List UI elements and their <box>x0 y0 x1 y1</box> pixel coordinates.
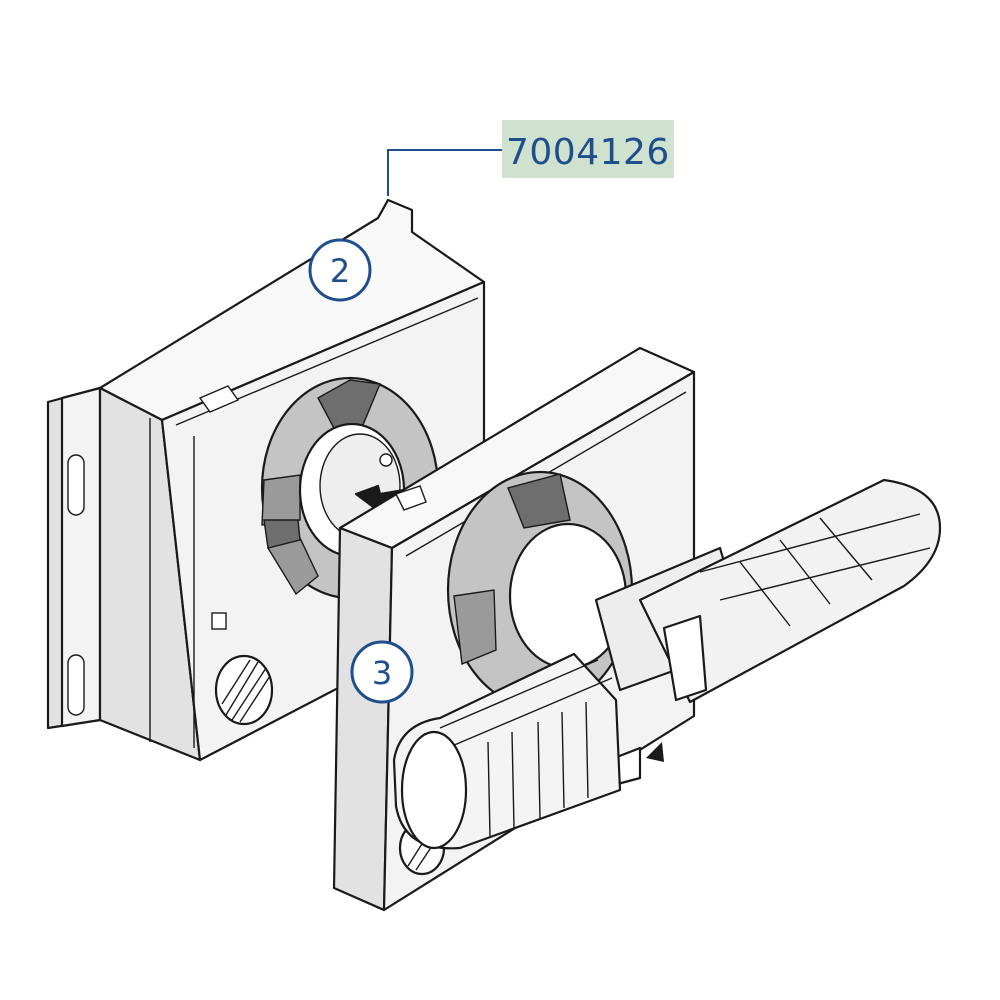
dial-segment-dark-top <box>317 379 381 433</box>
part-number-label: 7004126 <box>502 120 674 178</box>
handle-end-cap <box>400 730 468 850</box>
dial-segment-dark-left <box>263 519 301 549</box>
part-3-front-handle <box>332 346 942 912</box>
front-plate-side <box>332 526 394 912</box>
grip-ridge-lines <box>699 513 931 601</box>
leader-line <box>387 149 502 196</box>
mounting-slot-lower <box>67 654 85 716</box>
callout-3-label: 3 <box>372 654 392 692</box>
rotary-dial-front <box>446 470 634 710</box>
indicator-square-top <box>198 385 240 413</box>
front-plate-notch <box>395 485 427 511</box>
dial-segment-mid-left <box>261 474 301 526</box>
part-number-highlight <box>502 120 674 178</box>
mounting-slot-upper <box>67 454 85 516</box>
latch-arrow-icon <box>646 742 664 762</box>
callout-2: 2 <box>308 238 372 302</box>
part-number-text: 7004126 <box>506 132 670 173</box>
callout-3: 3 <box>350 640 414 704</box>
front-grip-ridges <box>439 659 613 747</box>
dial-shaft-pin <box>379 453 393 467</box>
front-dial-segment-mid <box>453 589 497 665</box>
handle-latch-clip <box>662 614 708 702</box>
grip-diagonal-lines <box>739 517 873 627</box>
front-grip-grooves <box>487 701 589 837</box>
indicator-square-bottom <box>211 612 227 630</box>
callout-2-label: 2 <box>330 252 350 290</box>
lock-screw-rear <box>214 654 274 726</box>
front-dial-segment-dark <box>507 473 571 529</box>
handle-grip-rear <box>638 478 942 704</box>
